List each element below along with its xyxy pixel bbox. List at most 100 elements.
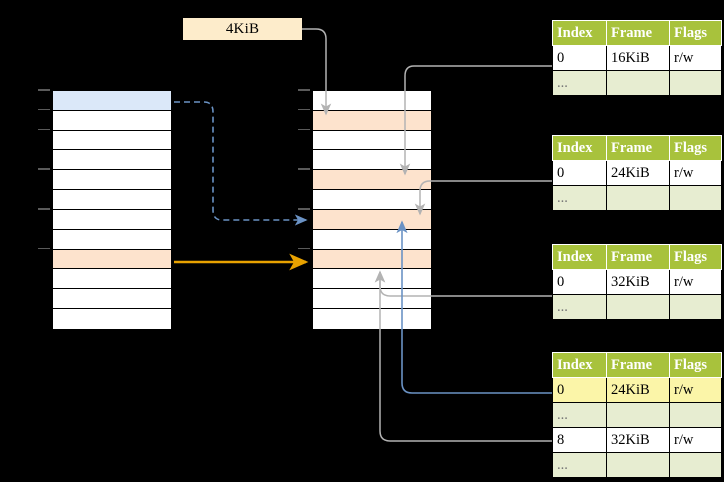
page-table-level-1-header-index: Index xyxy=(552,20,607,46)
virtual-address-space-row-5 xyxy=(53,190,171,210)
page-table-level-4-cell-r2-c1: 32KiB xyxy=(606,427,670,453)
virtual-address-space-row-6 xyxy=(53,209,171,230)
page-table-level-4-cell-r0-c1: 24KiB xyxy=(606,377,670,403)
page-table-level-1-row-1: ... xyxy=(552,70,722,96)
page-table-level-4-cell-r3-c0: ... xyxy=(552,452,607,478)
page-table-level-3-cell-r1-c0: ... xyxy=(552,294,607,320)
virtual-address-space-tick-2 xyxy=(38,128,50,131)
page-table-level-3-header-flags: Flags xyxy=(669,244,722,270)
page-table-level-4-row-1: ... xyxy=(552,402,722,428)
physical-memory-tick-0 xyxy=(298,89,310,91)
page-table-level-1-cell-r0-c1: 16KiB xyxy=(606,45,670,71)
page-table-level-1-cell-r1-c1 xyxy=(606,70,670,96)
virtual-address-space-tick-8 xyxy=(38,247,50,250)
page-table-level-2-cell-r0-c0: 0 xyxy=(552,160,607,186)
physical-memory-row-3 xyxy=(313,150,431,171)
page-table-level-4-row-3: ... xyxy=(552,452,722,478)
page-table-level-3-cell-r1-c2 xyxy=(669,294,722,320)
page-table-level-3-cell-r1-c1 xyxy=(606,294,670,320)
physical-memory-row-8 xyxy=(313,249,431,270)
physical-memory-row-5 xyxy=(313,190,431,210)
page-table-level-2-row-1: ... xyxy=(552,185,722,211)
physical-memory-row-7 xyxy=(313,229,431,250)
page-table-level-4-cell-r2-c0: 8 xyxy=(552,427,607,453)
virtual-address-space-tick-0 xyxy=(38,89,50,91)
page-table-level-4-cell-r2-c2: r/w xyxy=(669,427,722,453)
page-table-level-1-cell-r1-c0: ... xyxy=(552,70,607,96)
physical-memory-tick-8 xyxy=(298,247,310,250)
virtual-address-space-row-10 xyxy=(53,289,171,310)
physical-memory-row-9 xyxy=(313,269,431,290)
physical-memory-tick-1 xyxy=(298,108,310,111)
page-table-level-4-cell-r1-c2 xyxy=(669,402,722,428)
page-table-level-1-header-flags: Flags xyxy=(669,20,722,46)
virtual-address-space-tick-4 xyxy=(38,168,50,170)
page-table-level-3-row-1: ... xyxy=(552,294,722,320)
page-table-level-1-header-frame: Frame xyxy=(606,20,670,46)
physical-memory-column xyxy=(312,90,432,330)
physical-memory-tick-6 xyxy=(298,208,310,210)
physical-memory-row-2 xyxy=(313,130,431,151)
virtual-address-space-row-7 xyxy=(53,229,171,250)
virtual-address-space-row-4 xyxy=(53,170,171,191)
page-table-level-2-header-index: Index xyxy=(552,135,607,161)
virtual-address-space-column xyxy=(52,90,172,330)
physical-memory-row-11 xyxy=(313,309,431,329)
page-table-level-3-cell-r0-c2: r/w xyxy=(669,269,722,295)
page-table-level-4-cell-r3-c1 xyxy=(606,452,670,478)
page-table-level-3-cell-r0-c1: 32KiB xyxy=(606,269,670,295)
virtual-address-space-row-2 xyxy=(53,130,171,151)
page-table-level-2-cell-r0-c2: r/w xyxy=(669,160,722,186)
page-table-level-4-cell-r3-c2 xyxy=(669,452,722,478)
physical-memory-tick-4 xyxy=(298,168,310,170)
page-table-level-3-cell-r0-c0: 0 xyxy=(552,269,607,295)
page-table-level-4-cell-r0-c0: 0 xyxy=(552,377,607,403)
page-table-level-4-cell-r0-c2: r/w xyxy=(669,377,722,403)
page-table-level-2-header-flags: Flags xyxy=(669,135,722,161)
physical-memory-row-6 xyxy=(313,209,431,230)
page-table-level-1-cell-r1-c2 xyxy=(669,70,722,96)
page-table-level-2-cell-r1-c2 xyxy=(669,185,722,211)
physical-memory-tick-2 xyxy=(298,128,310,131)
page-table-level-4-header-index: Index xyxy=(552,352,607,378)
virtual-address-space-row-0 xyxy=(53,91,171,111)
virtual-address-space-row-11 xyxy=(53,309,171,329)
page-table-level-4-header-frame: Frame xyxy=(606,352,670,378)
page-table-level-1-cell-r0-c2: r/w xyxy=(669,45,722,71)
virtual-address-space-row-3 xyxy=(53,150,171,171)
page-table-level-3-header-frame: Frame xyxy=(606,244,670,270)
page-size-label: 4KiB xyxy=(183,18,302,40)
page-table-level-2-cell-r0-c1: 24KiB xyxy=(606,160,670,186)
virtual-address-space-tick-1 xyxy=(38,108,50,111)
physical-memory-row-4 xyxy=(313,170,431,191)
page-table-level-2-cell-r1-c1 xyxy=(606,185,670,211)
physical-memory-row-10 xyxy=(313,289,431,310)
page-table-level-1-cell-r0-c0: 0 xyxy=(552,45,607,71)
page-table-level-4-cell-r1-c1 xyxy=(606,402,670,428)
virtual-address-space-tick-6 xyxy=(38,208,50,210)
physical-memory-row-1 xyxy=(313,110,431,131)
page-table-level-3-header-index: Index xyxy=(552,244,607,270)
wire-table2-to-frame xyxy=(414,180,553,216)
page-table-level-2-cell-r1-c0: ... xyxy=(552,185,607,211)
wire-virtual-page-lookup xyxy=(174,101,308,226)
physical-memory-row-0 xyxy=(313,91,431,111)
page-table-level-4-cell-r1-c0: ... xyxy=(552,402,607,428)
page-table-level-4-header-flags: Flags xyxy=(669,352,722,378)
virtual-address-space-row-1 xyxy=(53,110,171,131)
virtual-address-space-row-9 xyxy=(53,269,171,290)
